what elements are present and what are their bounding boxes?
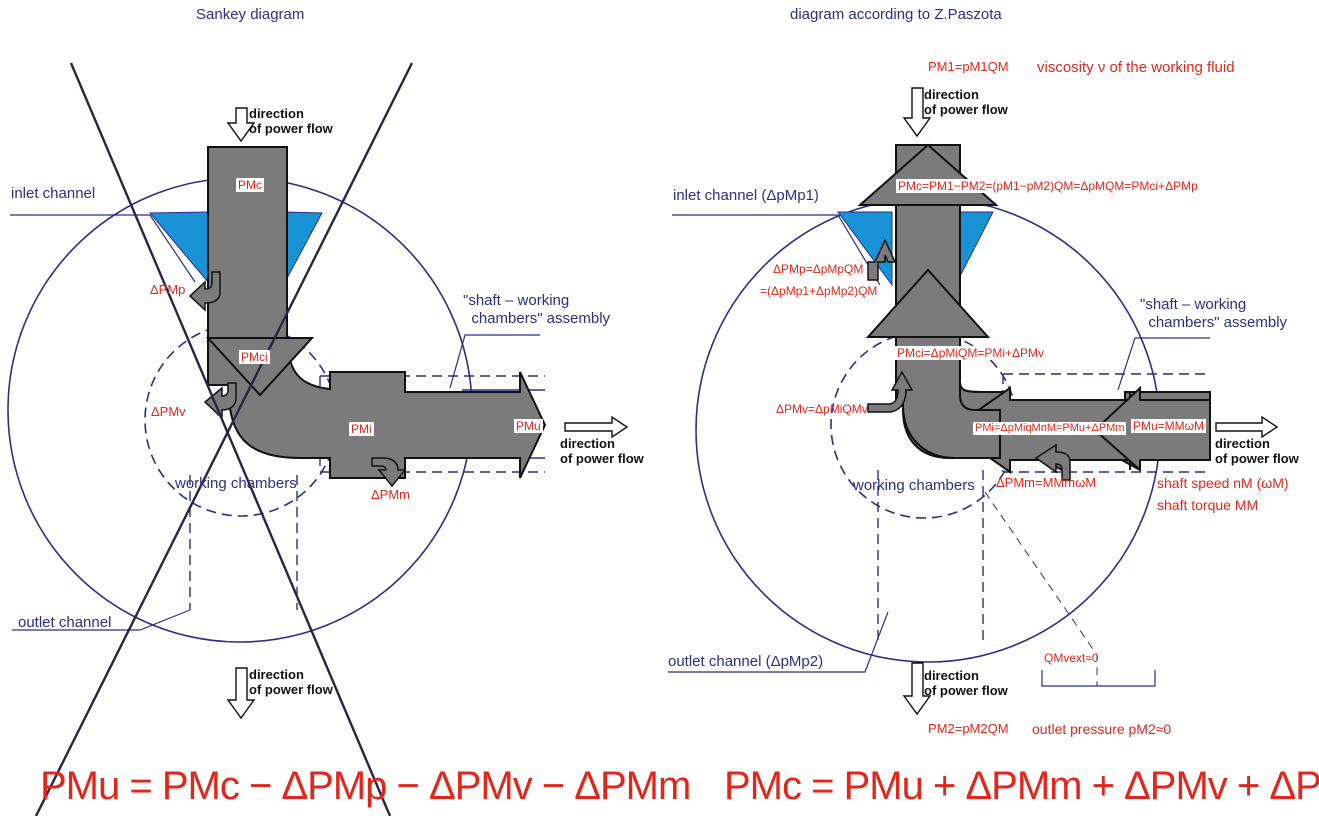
left-p-mi: PMi [349,422,374,436]
right-direction-arrow-top [902,87,932,138]
left-title: Sankey diagram [196,6,305,23]
right-direction-top-label: direction of power flow [924,87,1008,117]
right-direction-arrow-right [1215,415,1279,439]
left-dpmv-arrow [203,382,237,420]
right-p-mc-eq: PMc=PM1−PM2=(pM1−pM2)QM=ΔpMQM=PMci+ΔPMp [896,179,1200,193]
left-cross-line-2 [34,62,414,816]
left-main-power-arrow [207,146,547,479]
left-outlet-channel-label: outlet channel [18,614,112,631]
left-formula: PMu = PMc − ΔPMp − ΔPMv − ΔPMm [40,764,691,808]
left-direction-bottom-label: direction of power flow [249,667,333,697]
right-pmci-triangle [865,268,991,338]
right-direction-right-label: direction of power flow [1215,436,1299,466]
right-p-mu-eq: PMu=MMωM [1131,419,1207,433]
right-inlet-leader [672,214,881,286]
right-p-mi-eq: PMi=ΔpMiqMnM=PMu+ΔPMm [973,422,1127,435]
right-shaft-speed: shaft speed nM (ωM) [1157,475,1289,491]
right-p-mci-eq: PMci=ΔpMiQM=PMi+ΔPMv [895,346,1047,360]
right-working-chambers-label: working chambers [853,477,975,494]
right-shaft-leader [1117,337,1210,391]
left-dpmp-arrow [188,271,221,312]
right-direction-bottom-label: direction of power flow [924,668,1008,698]
left-p-mci: PMci [239,350,270,364]
right-formula: PMc = PMu + ΔPMm + ΔPMv + ΔPMp [724,764,1319,808]
left-direction-top-label: direction of power flow [249,106,333,136]
left-working-chambers-label: working chambers [175,475,297,492]
left-dp-mm: ΔPMm [371,487,411,502]
left-direction-arrow-bottom [226,667,256,720]
right-shaft-assembly-label: "shaft – working chambers" assembly [1140,296,1288,331]
right-dpmp-arrow [867,238,897,281]
right-pmc-triangle [857,143,999,206]
right-outlet-channel-label: outlet channel (ΔpMp2) [668,653,824,670]
right-shaft-torque: shaft torque MM [1157,497,1259,513]
left-shaft-assembly-label: "shaft – working chambers" assembly [463,292,611,327]
right-q-mvext: QMvext≈0 [1044,651,1099,665]
right-p-m2: PM2=pM2QM [928,721,1009,736]
right-dp-mp-eq1: ΔPMp=ΔpMpQM [773,262,864,276]
left-shaft-leader [449,334,540,389]
right-dp-mm-eq: ΔPMm=MMmωM [996,475,1097,490]
left-dp-mp: ΔPMp [150,282,186,297]
right-q-bracket [1041,670,1156,687]
left-cross-line-1 [69,62,392,816]
left-p-mu: PMu [514,419,543,433]
left-direction-arrow-top [226,107,256,143]
right-outlet-leader [668,611,889,673]
right-direction-arrow-bottom [902,662,932,716]
right-viscosity: viscosity ν of the working fluid [1037,59,1235,76]
right-title: diagram according to Z.Paszota [790,6,1002,23]
left-dpmm-arrow [371,457,407,488]
right-dpmv-arrow [867,370,914,413]
right-q-leader [984,491,1098,686]
left-direction-arrow-right [564,415,629,439]
right-inlet-wedge-right [956,211,994,283]
right-p-m1: PM1=pM1QM [928,59,1009,74]
right-outlet-pressure: outlet pressure pM2≈0 [1032,721,1172,737]
left-inlet-leader [10,214,196,283]
right-inlet-channel-label: inlet channel (ΔpMp1) [673,187,819,204]
left-direction-right-label: direction of power flow [560,436,644,466]
right-dp-mv-eq: ΔPMv=ΔpMiQMv [776,402,868,416]
left-inlet-channel-label: inlet channel [11,185,96,202]
left-p-mc: PMc [236,178,264,192]
left-dp-mv: ΔPMv [151,404,186,419]
right-dpmm-arrow [1034,443,1071,481]
right-dp-mp-eq2: =(ΔpMp1+ΔpMp2)QM [760,284,878,298]
left-outlet-leader [12,609,191,631]
